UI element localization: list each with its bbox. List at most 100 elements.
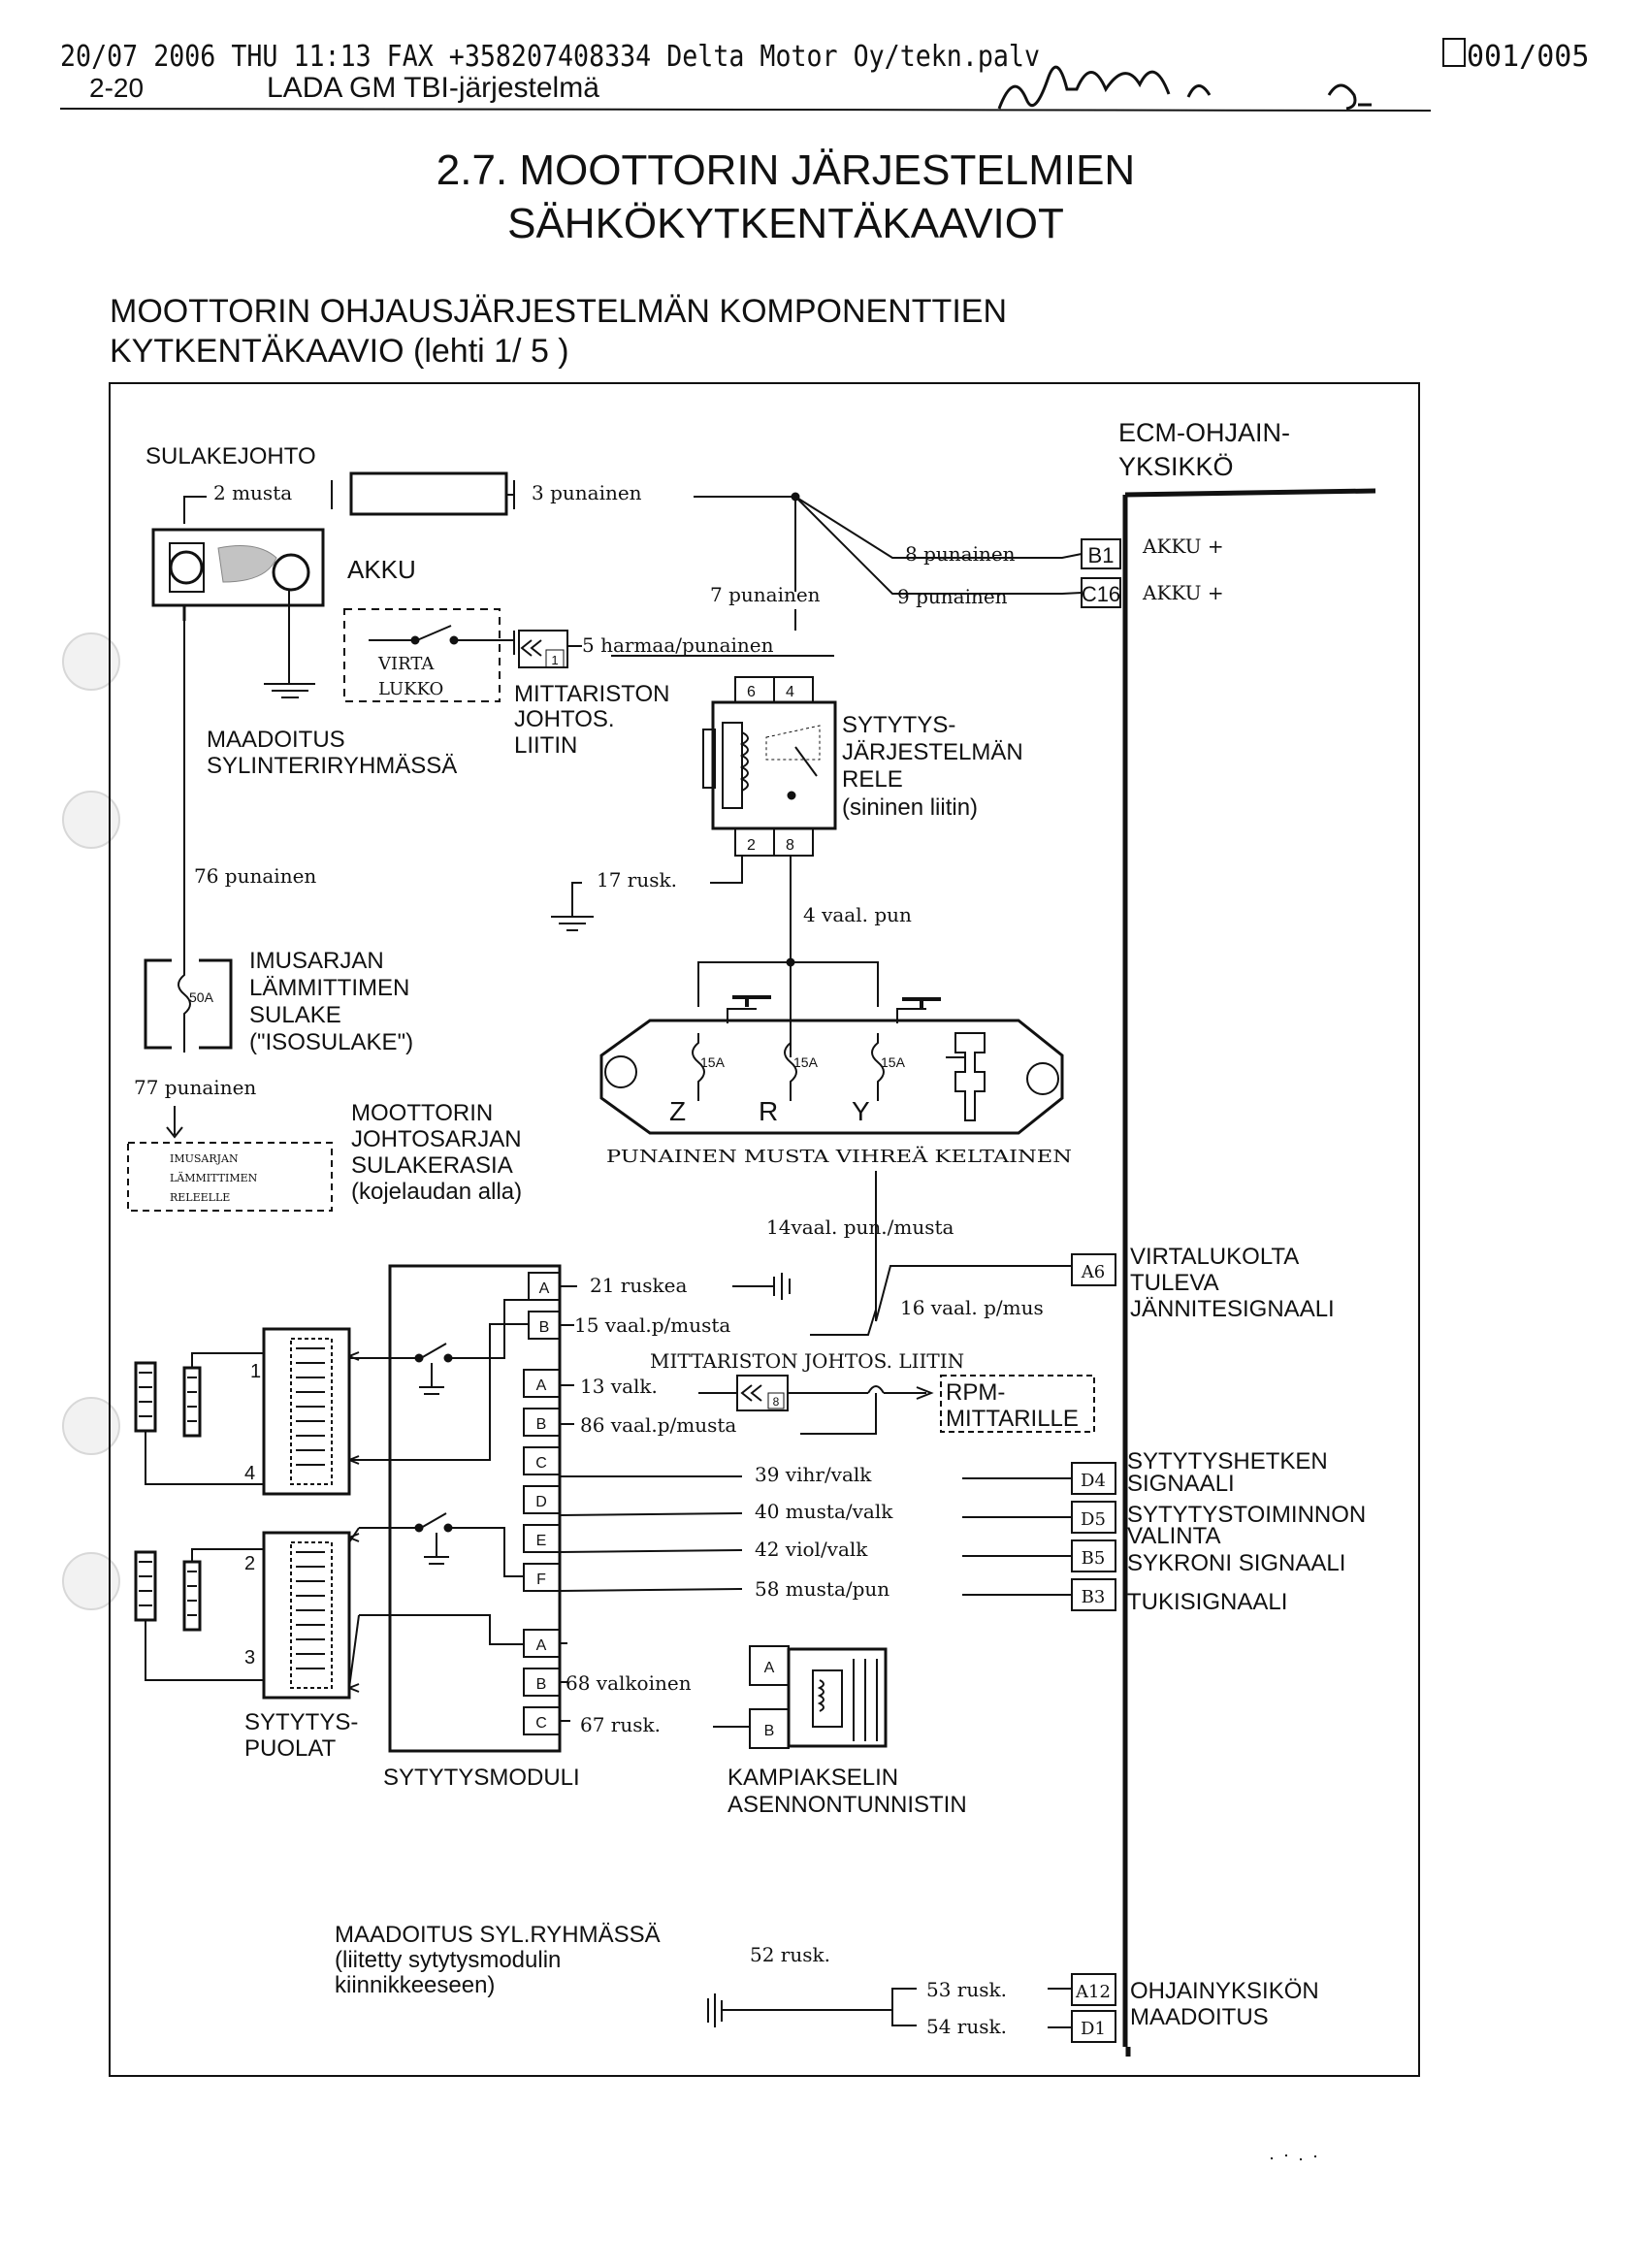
spark-plug-icon xyxy=(134,1352,264,1485)
intake-fuse-label-1: IMUSARJAN xyxy=(249,948,384,974)
ground-label-1: MAADOITUS xyxy=(207,727,345,753)
svg-text:52 rusk.: 52 rusk. xyxy=(750,1943,830,1966)
svg-text:D4: D4 xyxy=(1081,1471,1106,1491)
engine-fuse-box: 15A 15A 15A Z R Y xyxy=(599,995,1064,1135)
svg-text:RPM-: RPM- xyxy=(946,1379,1005,1406)
ecm-label-2: YKSIKKÖ xyxy=(1118,452,1234,481)
svg-text:RELEELLE: RELEELLE xyxy=(170,1191,230,1204)
ecm-pin-b5: B5 xyxy=(1071,1539,1116,1572)
wire-4-label: 4 vaal. pun xyxy=(803,903,912,926)
ecm-pin-d1: D1 xyxy=(1071,2010,1116,2043)
fuse-box-label-3: SULAKERASIA xyxy=(351,1152,513,1179)
svg-text:67 rusk.: 67 rusk. xyxy=(580,1713,661,1736)
ecm-pin-c16: C16 AKKU + xyxy=(1081,577,1224,608)
ecm-label-a6-2: TULEVA xyxy=(1130,1270,1219,1296)
svg-text:39 vihr/valk: 39 vihr/valk xyxy=(755,1463,872,1486)
intake-heater-fuse: 50A xyxy=(144,956,233,1053)
svg-text:68 valkoinen: 68 valkoinen xyxy=(566,1671,692,1695)
battery-terminal-icon xyxy=(169,550,204,585)
crank-position-sensor: 68 valkoinen 67 rusk. A B xyxy=(560,1642,888,1749)
svg-text:B1: B1 xyxy=(1088,543,1115,567)
svg-text:6: 6 xyxy=(747,684,756,700)
svg-text:15 vaal.p/musta: 15 vaal.p/musta xyxy=(574,1313,730,1337)
wire-77-label: 77 punainen xyxy=(134,1076,256,1099)
svg-text:8 punainen: 8 punainen xyxy=(905,542,1016,566)
scan-specks xyxy=(1271,2155,1316,2160)
ecm-pin-a6: A6 xyxy=(1071,1253,1116,1286)
svg-text:A6: A6 xyxy=(1081,1262,1105,1282)
module-ground-label-3: kiinnikkeeseen) xyxy=(335,1972,495,1998)
header-rule xyxy=(59,108,1432,112)
svg-text:C16: C16 xyxy=(1082,582,1120,606)
svg-text:2: 2 xyxy=(747,837,756,854)
svg-text:17 rusk.: 17 rusk. xyxy=(597,868,677,891)
svg-text:R: R xyxy=(759,1096,778,1126)
svg-text:2: 2 xyxy=(244,1553,255,1574)
svg-text:40 musta/valk: 40 musta/valk xyxy=(755,1500,893,1523)
ecm-label-d5-1: SYTYTYSTOIMINNON xyxy=(1127,1502,1366,1528)
fax-box-icon xyxy=(1442,38,1466,67)
svg-text:9 punainen: 9 punainen xyxy=(897,585,1008,608)
svg-text:21 ruskea: 21 ruskea xyxy=(590,1274,687,1297)
svg-text:D1: D1 xyxy=(1081,2019,1106,2039)
svg-text:B: B xyxy=(536,1416,547,1433)
svg-text:F: F xyxy=(536,1571,546,1588)
svg-text:3 punainen: 3 punainen xyxy=(532,481,642,504)
svg-text:3: 3 xyxy=(244,1647,255,1669)
coils-label-2: PUOLAT xyxy=(244,1735,337,1762)
wire-14-label: 14vaal. pun./musta xyxy=(766,1215,954,1239)
svg-text:4: 4 xyxy=(244,1463,255,1484)
svg-text:Y: Y xyxy=(852,1096,870,1126)
svg-text:8: 8 xyxy=(773,1395,780,1409)
ecm-label-a6-3: JÄNNITESIGNAALI xyxy=(1130,1296,1335,1322)
svg-text:LUKKO: LUKKO xyxy=(378,679,443,699)
ecm-unit: ECM-OHJAIN- YKSIKKÖ xyxy=(1118,418,1376,2057)
ecm-label-a6-1: VIRTALUKOLTA xyxy=(1130,1244,1299,1270)
meter-harness-conn-label: MITTARISTON JOHTOS. LIITIN xyxy=(650,1349,964,1373)
svg-text:C: C xyxy=(535,1455,547,1472)
ecm-ground-wires: 52 rusk. 53 rusk. 54 rusk. xyxy=(707,1943,1072,2038)
fuse-box-label-1: MOOTTORIN xyxy=(351,1100,493,1126)
ecm-label-d4-2: SIGNAALI xyxy=(1127,1471,1235,1497)
intake-fuse-label-4: ("ISOSULAKE") xyxy=(249,1029,413,1055)
svg-text:VIRTA: VIRTA xyxy=(377,654,435,674)
svg-text:D: D xyxy=(535,1494,547,1510)
meter-harness-label-1: MITTARISTON xyxy=(514,681,669,707)
ignition-module: A B A B C D E F A B C xyxy=(359,1264,562,1753)
ecm-signal-akku-2: AKKU + xyxy=(1142,581,1224,604)
svg-text:A: A xyxy=(539,1280,550,1297)
relay-ground-17: 17 rusk. xyxy=(551,856,743,931)
heater-relay-box: IMUSARJAN LÄMMITTIMEN RELEELLE xyxy=(127,1142,333,1212)
ignition-coil-pack-2: 2 3 xyxy=(244,1531,360,1700)
ecm-pin-b1: B1 AKKU + xyxy=(1081,535,1224,569)
section-title: LADA GM TBI-järjestelmä xyxy=(267,72,599,104)
svg-text:C: C xyxy=(535,1715,547,1732)
svg-text:15A: 15A xyxy=(881,1054,906,1070)
ecm-label-d5-2: VALINTA xyxy=(1127,1523,1220,1549)
svg-text:16 vaal. p/mus: 16 vaal. p/mus xyxy=(900,1296,1044,1319)
svg-text:IMUSARJAN: IMUSARJAN xyxy=(170,1152,239,1165)
svg-text:B: B xyxy=(536,1676,547,1693)
ignition-relay: 6 4 2 8 xyxy=(702,676,837,857)
ecm-pin-b3: B3 xyxy=(1071,1578,1116,1611)
subtitle-1: MOOTTORIN OHJAUSJÄRJESTELMÄN KOMPONENTTI… xyxy=(110,293,1007,330)
fax-header: 20/07 2006 THU 11:13 FAX +358207408334 D… xyxy=(60,38,1589,104)
ecm-signal-wires: 39 vihr/valk 40 musta/valk 42 viol/valk … xyxy=(559,1463,1072,1601)
fuse-color-label: PUNAINEN MUSTA VIHREÄ KELTAINEN xyxy=(606,1145,1072,1167)
svg-text:A12: A12 xyxy=(1075,1982,1111,2002)
ecm-label-ground-2: MAADOITUS xyxy=(1130,2004,1269,2030)
relay-label-2: JÄRJESTELMÄN xyxy=(842,739,1023,765)
svg-text:E: E xyxy=(536,1533,547,1549)
intake-fuse-label-2: LÄMMITTIMEN xyxy=(249,975,409,1001)
meter-harness-label-3: LIITIN xyxy=(514,732,577,759)
module-wiring: 21 ruskea 15 vaal.p/musta 16 vaal. p/mus… xyxy=(560,1208,1072,1437)
relay-label-3: RELE xyxy=(842,766,903,793)
svg-text:MITTARILLE: MITTARILLE xyxy=(946,1406,1079,1432)
spark-plug-icon xyxy=(134,1548,264,1681)
svg-text:42 viol/valk: 42 viol/valk xyxy=(755,1538,868,1561)
battery-terminal-icon xyxy=(272,553,310,592)
intake-fuse-label-3: SULAKE xyxy=(249,1002,341,1028)
ecm-label-1: ECM-OHJAIN- xyxy=(1118,418,1290,447)
svg-text:A: A xyxy=(536,1377,547,1394)
